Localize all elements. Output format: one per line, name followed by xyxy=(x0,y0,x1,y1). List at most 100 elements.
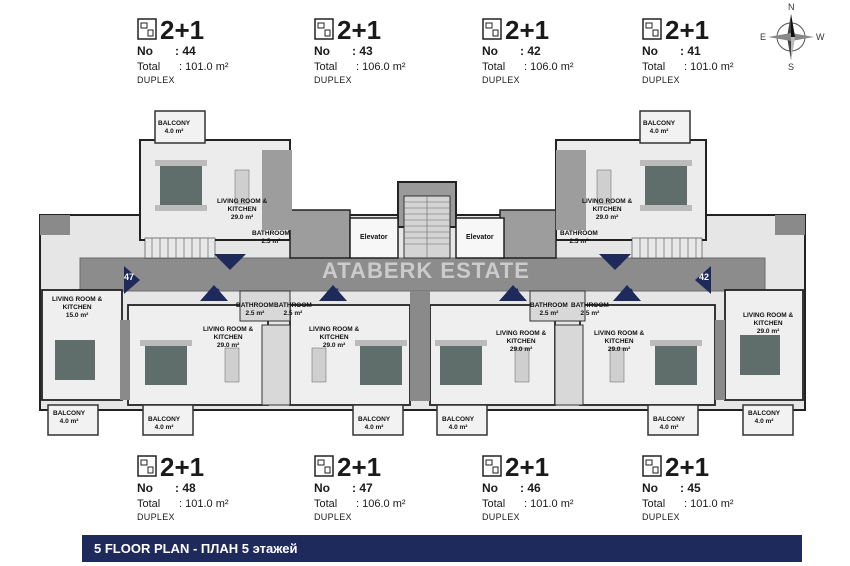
floorplan-icon xyxy=(642,455,662,477)
room-count: 2+1 xyxy=(337,15,382,45)
total-area: : 101.0 m² xyxy=(179,61,229,73)
unit-number: : 47 xyxy=(352,481,373,495)
total-area: : 101.0 m² xyxy=(179,498,229,510)
unit-card-41: 2+1 No : 41 Total : 101.0 m² DUPLEX xyxy=(642,15,762,86)
marker-41: 41 xyxy=(608,256,622,268)
footer-bar: 5 FLOOR PLAN - ПЛАН 5 этажей xyxy=(82,535,802,562)
total-label: Total xyxy=(482,498,506,510)
room-count: 2+1 xyxy=(160,452,205,482)
no-label: No xyxy=(137,481,153,495)
no-label: No xyxy=(642,44,658,58)
balcony-b3 xyxy=(436,404,488,436)
total-label: Total xyxy=(642,498,666,510)
unit-type: DUPLEX xyxy=(482,75,520,85)
marker-43-shape xyxy=(613,285,641,301)
elevator-1-label: Elevator xyxy=(360,234,388,241)
marker-48-shape xyxy=(214,254,246,270)
watermark: ATABERK ESTATE xyxy=(322,258,530,283)
corridor xyxy=(80,258,765,291)
unit-type: DUPLEX xyxy=(314,512,352,522)
unit-card-43: 2+1 No : 43 Total : 106.0 m² DUPLEX xyxy=(314,15,434,86)
marker-45-shape xyxy=(319,285,347,301)
total-label: Total xyxy=(482,61,506,73)
elevator-1 xyxy=(349,217,399,259)
balcony-bottom-left xyxy=(47,404,99,436)
room-count: 2+1 xyxy=(160,15,205,45)
unit-number: : 45 xyxy=(680,481,701,495)
compass-w: W xyxy=(816,32,825,42)
total-label: Total xyxy=(314,498,338,510)
marker-41-shape xyxy=(599,254,631,270)
balcony-top-left xyxy=(154,110,206,144)
total-label: Total xyxy=(137,61,161,73)
floorplan-icon xyxy=(137,18,157,40)
floorplan-icon xyxy=(314,455,334,477)
marker-44: 44 xyxy=(506,287,520,299)
balcony-bottom-right xyxy=(742,404,794,436)
unit-number: : 46 xyxy=(520,481,541,495)
marker-47-shape xyxy=(124,266,140,294)
unit-number: : 41 xyxy=(680,44,701,58)
total-area: : 106.0 m² xyxy=(524,61,574,73)
marker-47: 47 xyxy=(123,272,134,282)
total-area: : 106.0 m² xyxy=(356,498,406,510)
marker-48: 48 xyxy=(223,256,237,268)
compass-n: N xyxy=(788,2,795,12)
floorplan-icon xyxy=(314,18,334,40)
total-area: : 106.0 m² xyxy=(356,61,406,73)
unit-card-47: 2+1 No : 47 Total : 106.0 m² DUPLEX xyxy=(314,452,434,523)
unit-number: : 48 xyxy=(175,481,196,495)
marker-43: 43 xyxy=(620,287,634,299)
unit-number: : 44 xyxy=(175,44,196,58)
total-label: Total xyxy=(137,498,161,510)
no-label: No xyxy=(137,44,153,58)
compass-rose-icon xyxy=(768,14,814,60)
unit-type: DUPLEX xyxy=(642,75,680,85)
unit-type: DUPLEX xyxy=(314,75,352,85)
no-label: No xyxy=(642,481,658,495)
floorplan-icon xyxy=(137,455,157,477)
elevator-2 xyxy=(455,217,505,259)
no-label: No xyxy=(482,481,498,495)
total-area: : 101.0 m² xyxy=(684,61,734,73)
unit-type: DUPLEX xyxy=(137,512,175,522)
marker-42-shape xyxy=(695,266,711,294)
unit-card-45: 2+1 No : 45 Total : 101.0 m² DUPLEX xyxy=(642,452,762,523)
marker-42: 42 xyxy=(698,272,709,282)
floorplan-icon xyxy=(642,18,662,40)
compass-s: S xyxy=(788,62,795,72)
marker-46-shape xyxy=(200,285,228,301)
unit-card-46: 2+1 No : 46 Total : 101.0 m² DUPLEX xyxy=(482,452,602,523)
floorplan-icon xyxy=(482,18,502,40)
no-label: No xyxy=(482,44,498,58)
balcony-top-right xyxy=(639,110,691,144)
compass: N S E W xyxy=(758,2,825,72)
balcony-b4 xyxy=(647,404,699,436)
unit-card-42: 2+1 No : 42 Total : 106.0 m² DUPLEX xyxy=(482,15,602,86)
floorplan-icon xyxy=(482,455,502,477)
room-count: 2+1 xyxy=(337,452,382,482)
unit-card-48: 2+1 No : 48 Total : 101.0 m² DUPLEX xyxy=(137,452,257,523)
no-label: No xyxy=(314,44,330,58)
unit-number: : 42 xyxy=(520,44,541,58)
unit-type: DUPLEX xyxy=(482,512,520,522)
